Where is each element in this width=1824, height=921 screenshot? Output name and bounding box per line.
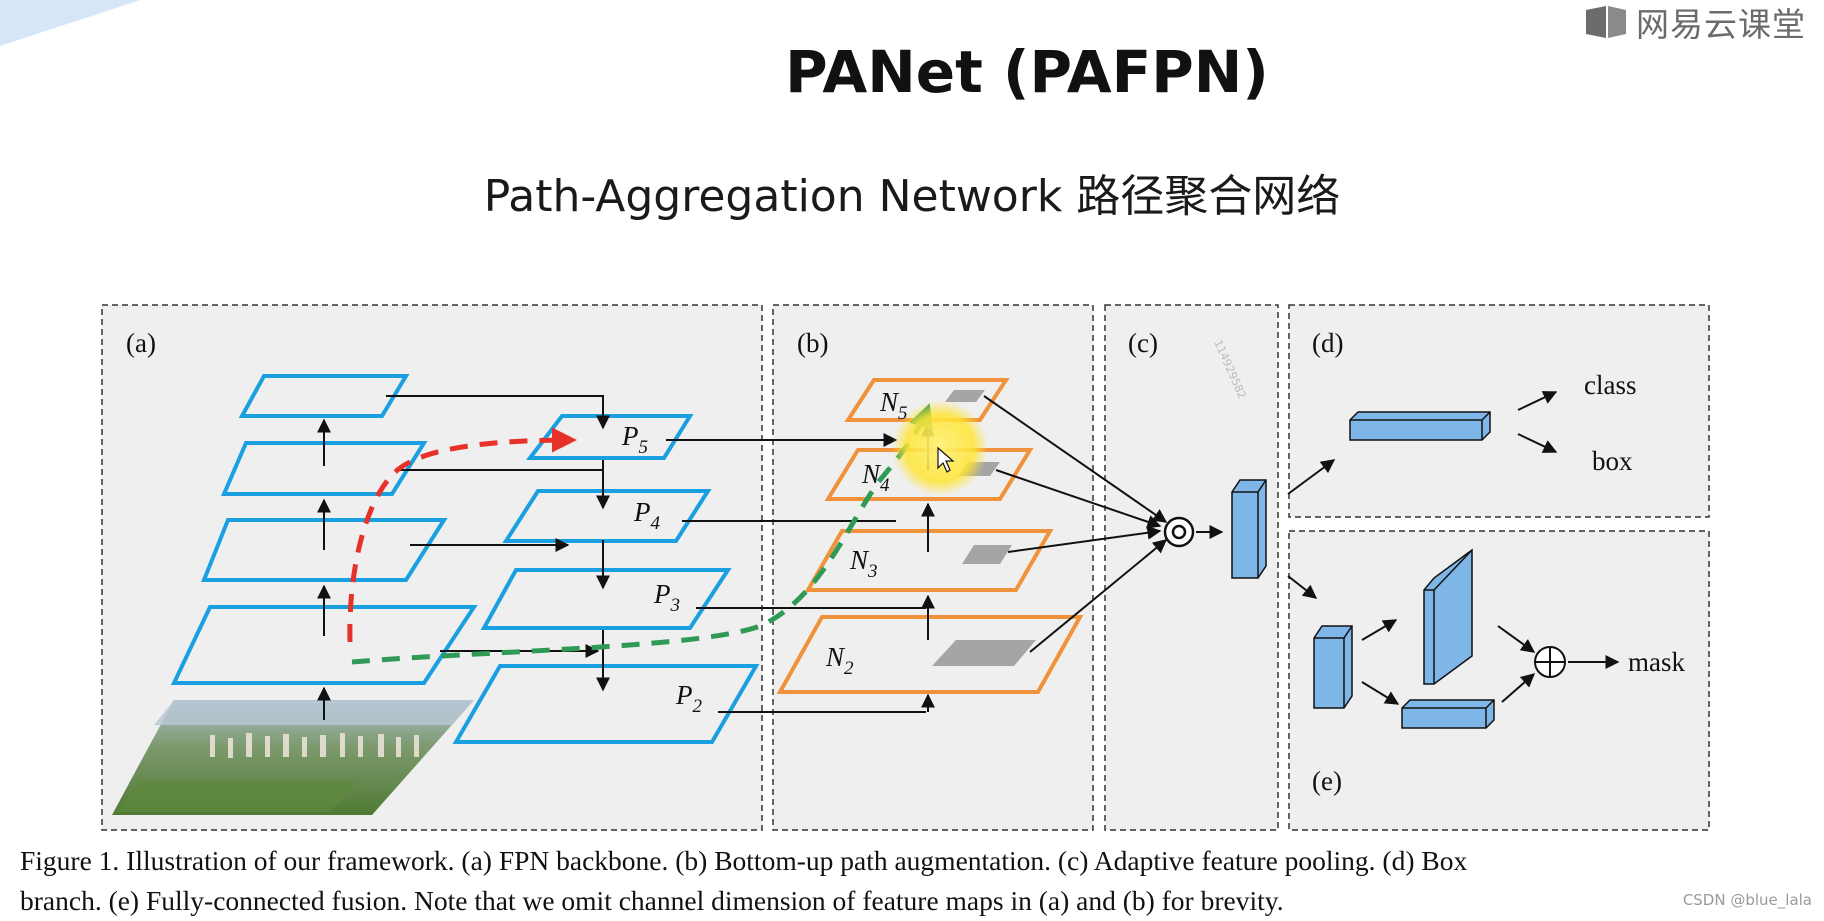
- fpn-connections: [386, 395, 610, 692]
- output-mask-label: mask: [1628, 647, 1685, 677]
- bottom-up-n3-label: N3: [849, 545, 878, 582]
- brand-logo: 网易云课堂: [1584, 2, 1806, 44]
- brand-name: 网易云课堂: [1636, 5, 1806, 44]
- panel-c: (c) 114929582: [1104, 304, 1279, 831]
- bottom-up-n3: [804, 529, 1054, 592]
- fpn-levels: [452, 414, 760, 744]
- fpn-p3: [480, 568, 732, 630]
- backbone-level-4: [220, 441, 428, 496]
- fpn-p2-label: P2: [675, 680, 703, 717]
- panel-b-label: (b): [797, 328, 828, 358]
- watermark: CSDN @blue_lala: [1682, 891, 1812, 909]
- mask-branch-arrows: [1287, 575, 1620, 705]
- fpn-p5-label: P5: [621, 421, 648, 458]
- fpn-p4-label: P4: [633, 497, 661, 534]
- fusion-add-icon: [1534, 646, 1566, 678]
- fusion-node: [1163, 516, 1195, 548]
- pooled-feature-block: [1231, 479, 1267, 579]
- caption-line-2: branch. (e) Fully-connected fusion. Note…: [20, 885, 1284, 916]
- panel-c-label: (c): [1128, 328, 1158, 358]
- green-path-shortcut: [351, 403, 933, 665]
- panel-d-label: (d): [1312, 328, 1343, 358]
- pooling-connections: [983, 395, 1224, 653]
- book-icon: [1586, 6, 1626, 38]
- conv-block-large: [1423, 548, 1473, 685]
- backbone-level-5: [238, 374, 410, 418]
- backbone-pyramid: [170, 374, 478, 685]
- caption-line-1: Figure 1. Illustration of our framework.…: [20, 845, 1468, 876]
- figure-caption: Figure 1. Illustration of our framework.…: [20, 841, 1810, 921]
- panel-a-label: (a): [126, 328, 156, 358]
- output-box-label: box: [1592, 446, 1633, 476]
- bottom-up-n2: [776, 615, 1084, 694]
- bottom-up-n4-label: N4: [861, 459, 890, 496]
- backbone-level-2: [170, 605, 478, 685]
- cursor-highlight: [892, 400, 988, 496]
- bottom-up-n5-label: N5: [879, 387, 908, 424]
- corner-accent: [0, 0, 140, 46]
- input-image: [112, 700, 474, 815]
- backbone-level-3: [201, 518, 448, 582]
- output-class-label: class: [1584, 370, 1636, 400]
- page-title: PANet (PAFPN): [785, 38, 1269, 106]
- panel-e-label: (e): [1312, 766, 1342, 796]
- fpn-p5: [525, 414, 694, 460]
- bottom-up-n2-label: N2: [825, 642, 854, 679]
- fc-mask-block: [1401, 699, 1495, 729]
- fpn-p4: [502, 489, 712, 543]
- panel-b: (b): [772, 304, 1094, 831]
- bottom-up-n5: [844, 378, 1010, 422]
- mouse-cursor-icon: [937, 446, 955, 473]
- fpn-p3-label: P3: [653, 579, 680, 616]
- panel-e: (e): [1288, 530, 1710, 831]
- fpn-p2: [452, 664, 760, 744]
- page-subtitle: Path-Aggregation Network 路径聚合网络: [483, 171, 1341, 222]
- box-branch-arrows: [1287, 391, 1558, 495]
- red-path-fpn: [347, 427, 577, 643]
- panel-d: (d): [1288, 304, 1710, 518]
- fc-box-block: [1349, 411, 1491, 441]
- conv-block-small: [1313, 625, 1353, 709]
